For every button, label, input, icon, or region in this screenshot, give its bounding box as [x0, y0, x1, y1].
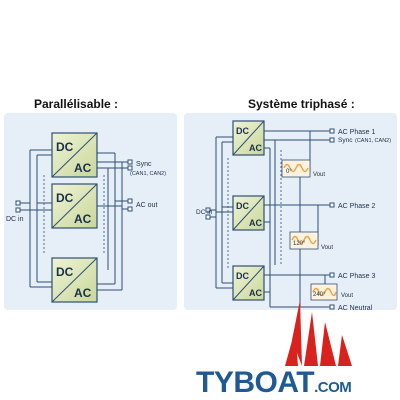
converter-right-2: DC AC: [232, 195, 265, 231]
left-terminals: [15, 159, 133, 213]
left-sync-label: Sync: [136, 161, 152, 168]
converter-ac-label: AC: [249, 143, 262, 153]
converter-ac-label: AC: [74, 212, 92, 226]
right-dc-in-label: DC in: [196, 209, 213, 216]
logo-ext: .COM: [314, 379, 352, 396]
converter-left-1: DC AC: [51, 132, 98, 178]
converter-right-1: DC AC: [232, 120, 265, 156]
tyboat-logo[interactable]: TYBOAT.COM: [196, 366, 352, 400]
converter-ac-label: AC: [249, 218, 262, 228]
right-wiring: [210, 130, 330, 308]
converter-dc-label: DC: [236, 126, 249, 136]
left-ac-out-label: AC out: [136, 202, 157, 209]
converter-dc-label: DC: [56, 191, 74, 205]
phase-wave-2: 120°: [289, 231, 319, 250]
heading-parallelisable: Parallélisable :: [34, 97, 119, 111]
label-ac-phase-2: AC Phase 2: [338, 203, 375, 210]
phase-wave-3: 240°: [310, 283, 338, 301]
phase2-angle: 120°: [293, 241, 306, 247]
vout-label-1: Vout: [313, 172, 325, 178]
converter-dc-label: DC: [236, 271, 249, 281]
converter-left-2: DC AC: [51, 183, 98, 229]
right-dashed-sync: [227, 150, 282, 268]
right-terminals: [205, 128, 335, 310]
sails-logo-icon: [285, 300, 352, 366]
phase3-angle: 240°: [313, 292, 326, 298]
left-dc-in-label: DC in: [6, 216, 24, 223]
converter-ac-label: AC: [249, 288, 262, 298]
left-wiring: [20, 149, 128, 291]
heading-triphase: Système triphasé :: [248, 97, 355, 111]
converter-ac-label: AC: [74, 161, 92, 175]
left-sync-sub-label: (CAN1, CAN2): [130, 171, 166, 177]
converter-dc-label: DC: [56, 140, 74, 154]
right-sync-label: Sync: [338, 137, 353, 144]
converter-right-3: DC AC: [232, 265, 265, 301]
converter-ac-label: AC: [74, 286, 92, 300]
vout-label-3: Vout: [341, 293, 353, 299]
right-sync-sub-label: (CAN1, CAN2): [355, 138, 391, 144]
phase1-angle: 0°: [286, 169, 292, 175]
label-ac-phase-3: AC Phase 3: [338, 273, 375, 280]
left-dashed-sync: [43, 175, 105, 255]
label-ac-neutral: AC Neutral: [338, 305, 373, 312]
logo-name: TYBOAT: [196, 366, 315, 399]
phase-wave-1: 0°: [281, 159, 311, 178]
converter-left-3: DC AC: [51, 257, 98, 303]
label-ac-phase-1: AC Phase 1: [338, 129, 375, 136]
vout-label-2: Vout: [321, 245, 333, 251]
converter-dc-label: DC: [236, 201, 249, 211]
converter-dc-label: DC: [56, 265, 74, 279]
